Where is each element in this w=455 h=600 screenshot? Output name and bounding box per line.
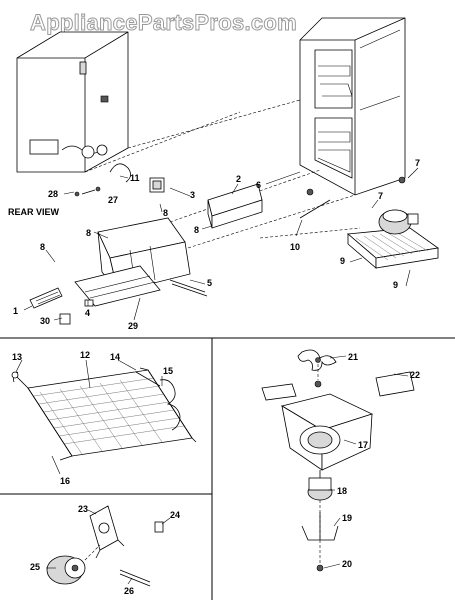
callout-2: 2 [236,174,241,184]
callout-17: 17 [358,440,368,450]
callout-5: 5 [207,278,212,288]
callout-28: 28 [48,189,58,199]
callout-10: 10 [290,242,300,252]
cabinet-rear-view [16,31,129,173]
condenser-coil [74,265,161,307]
callout-26: 26 [124,586,134,596]
callout-1: 1 [13,306,18,316]
drain-tube [109,163,131,183]
callout-8d: 8 [194,225,199,235]
compressor-tray [347,209,440,269]
callout-19: 19 [342,513,352,523]
callout-7b: 7 [378,191,383,201]
callout-13: 13 [12,352,22,362]
rod-part-5 [169,279,206,293]
callout-7a: 7 [415,158,420,168]
base-grille [29,287,63,309]
callout-8c: 8 [163,208,168,218]
fan-housing-assembly [261,349,415,572]
callout-24: 24 [170,510,180,520]
callout-4: 4 [85,308,90,318]
callout-18: 18 [337,486,347,496]
rod-part-5b [171,283,208,297]
water-line-10 [299,199,331,219]
callout-23: 23 [78,504,88,514]
callout-29: 29 [128,321,138,331]
evaporator-assembly [11,367,197,461]
callout-9a: 9 [340,256,345,266]
view-label: REAR VIEW [8,207,60,217]
callout-27: 27 [108,195,118,205]
callout-21: 21 [348,352,358,362]
callout-16: 16 [60,476,70,486]
clip-part-4 [84,299,94,307]
bracket-part-2 [207,183,263,229]
callout-3: 3 [190,190,195,200]
callout-12: 12 [80,350,90,360]
callout-20: 20 [342,559,352,569]
panel-frames [0,337,455,600]
foot-part-30 [59,313,71,325]
callout-9b: 9 [393,280,398,290]
callout-22: 22 [410,370,420,380]
callout-11: 11 [130,173,140,183]
leader-lines [15,167,419,585]
callout-6: 6 [256,180,261,190]
callout-8a: 8 [40,242,45,252]
cabinet-front-view [299,17,406,196]
relay-part [149,177,165,193]
callout-25: 25 [30,562,40,572]
screw-parts [74,186,101,197]
callout-14: 14 [110,352,120,362]
fan-motor-assembly [46,505,164,587]
callout-30: 30 [40,316,50,326]
callout-15: 15 [163,366,173,376]
watermark-text: AppliancePartsPros.com [30,10,297,35]
callout-8b: 8 [86,228,91,238]
